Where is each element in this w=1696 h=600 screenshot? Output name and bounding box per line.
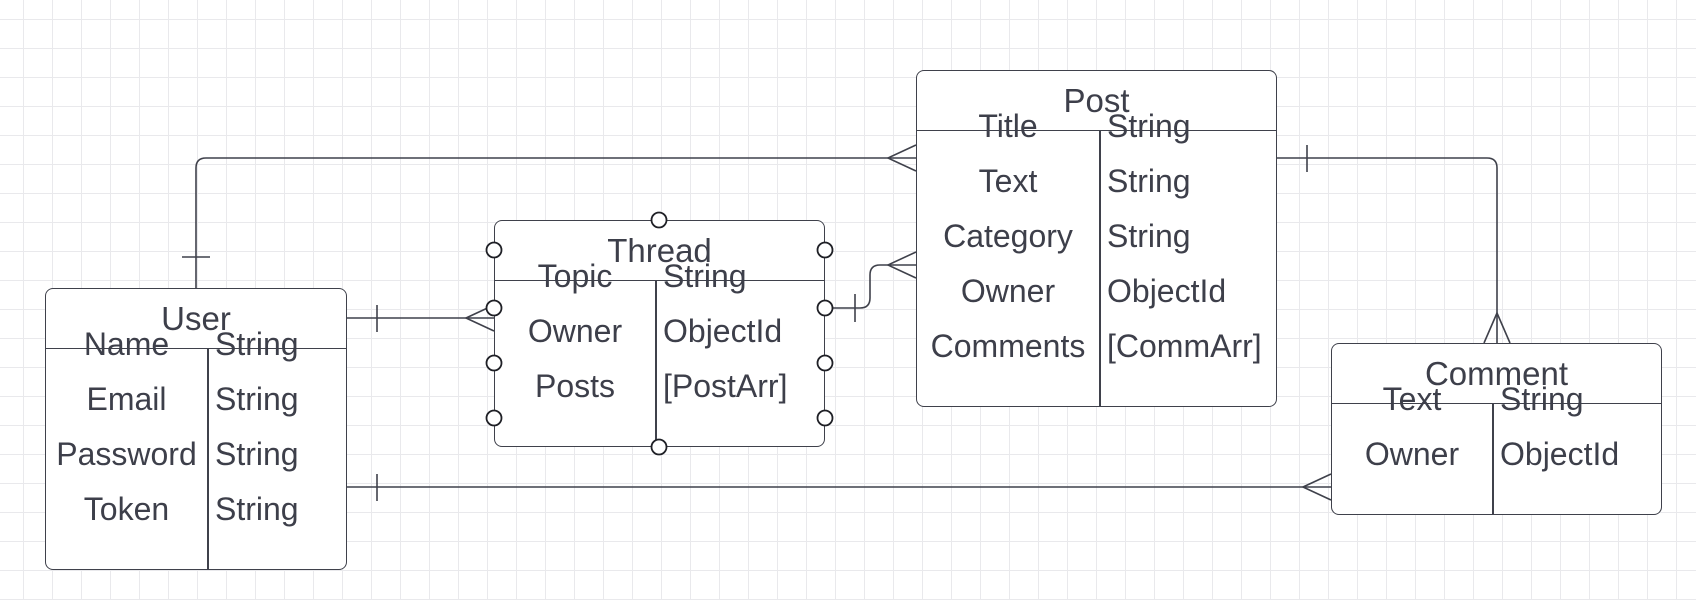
field-type: String: [1107, 218, 1191, 254]
field-row[interactable]: Owner ObjectId: [1332, 427, 1661, 482]
field-type: String: [215, 381, 299, 417]
field-row[interactable]: Name String: [46, 317, 346, 372]
field-type: String: [215, 326, 299, 362]
field-row[interactable]: Comments [CommArr]: [917, 319, 1276, 374]
connector-line: [1277, 157, 1498, 343]
field-row[interactable]: Text String: [1332, 372, 1661, 427]
resize-handle[interactable]: [816, 354, 834, 372]
field-row[interactable]: Title String: [917, 99, 1276, 154]
field-name: Owner: [527, 313, 623, 349]
field-type: ObjectId: [1107, 273, 1227, 309]
field-row[interactable]: Email String: [46, 372, 346, 427]
connector-line: [825, 264, 916, 309]
resize-handle[interactable]: [816, 299, 834, 317]
many-crowfoot: [1302, 473, 1332, 501]
field-row[interactable]: Category String: [917, 209, 1276, 264]
field-row[interactable]: Owner ObjectId: [917, 264, 1276, 319]
column-divider: [1099, 131, 1101, 406]
connector-line: [195, 157, 916, 288]
relationship-thread-post: [825, 251, 917, 322]
many-crowfoot: [887, 251, 917, 279]
field-row[interactable]: Password String: [46, 427, 346, 482]
field-name: Email: [86, 381, 167, 417]
resize-handle[interactable]: [485, 299, 503, 317]
column-divider: [207, 349, 209, 569]
field-name: Category: [943, 218, 1073, 254]
resize-handle[interactable]: [485, 409, 503, 427]
resize-handle[interactable]: [650, 211, 668, 229]
entity-title: Thread: [495, 221, 824, 281]
entity-title: Comment: [1332, 344, 1661, 404]
entity-title: Post: [917, 71, 1276, 131]
resize-handle[interactable]: [485, 354, 503, 372]
resize-handle[interactable]: [650, 438, 668, 456]
field-name: Text: [1382, 381, 1442, 417]
field-row[interactable]: Text String: [917, 154, 1276, 209]
many-crowfoot: [465, 304, 495, 332]
field-type: String: [1107, 163, 1191, 199]
field-name: Title: [978, 108, 1038, 144]
many-crowfoot: [887, 144, 917, 172]
field-type: String: [215, 491, 299, 527]
column-divider: [1492, 404, 1494, 514]
field-type: [CommArr]: [1107, 328, 1262, 364]
field-row[interactable]: Token String: [46, 482, 346, 537]
field-type: ObjectId: [1500, 436, 1620, 472]
field-name: Topic: [537, 258, 613, 294]
column-divider: [655, 281, 657, 446]
field-type: ObjectId: [663, 313, 783, 349]
resize-handle[interactable]: [816, 241, 834, 259]
field-row[interactable]: Owner ObjectId: [495, 304, 824, 359]
field-name: Name: [83, 326, 170, 362]
field-name: Comments: [930, 328, 1086, 364]
field-type: String: [1500, 381, 1584, 417]
relationship-post-comment: [1277, 145, 1511, 344]
field-name: Token: [83, 491, 170, 527]
resize-handle[interactable]: [816, 409, 834, 427]
relationship-user-post: [182, 144, 917, 288]
field-name: Password: [56, 436, 197, 472]
relationship-user-thread: [347, 304, 495, 332]
entity-title: User: [46, 289, 346, 349]
field-name: Posts: [534, 368, 616, 404]
field-type: String: [1107, 108, 1191, 144]
many-crowfoot: [1483, 312, 1511, 344]
field-name: Text: [978, 163, 1038, 199]
field-type: String: [215, 436, 299, 472]
field-type: String: [663, 258, 747, 294]
field-name: Owner: [960, 273, 1056, 309]
field-row[interactable]: Topic String: [495, 249, 824, 304]
resize-handle[interactable]: [485, 241, 503, 259]
relationship-user-comment: [347, 473, 1332, 501]
field-name: Owner: [1364, 436, 1460, 472]
field-row[interactable]: Posts [PostArr]: [495, 359, 824, 414]
field-type: [PostArr]: [663, 368, 788, 404]
